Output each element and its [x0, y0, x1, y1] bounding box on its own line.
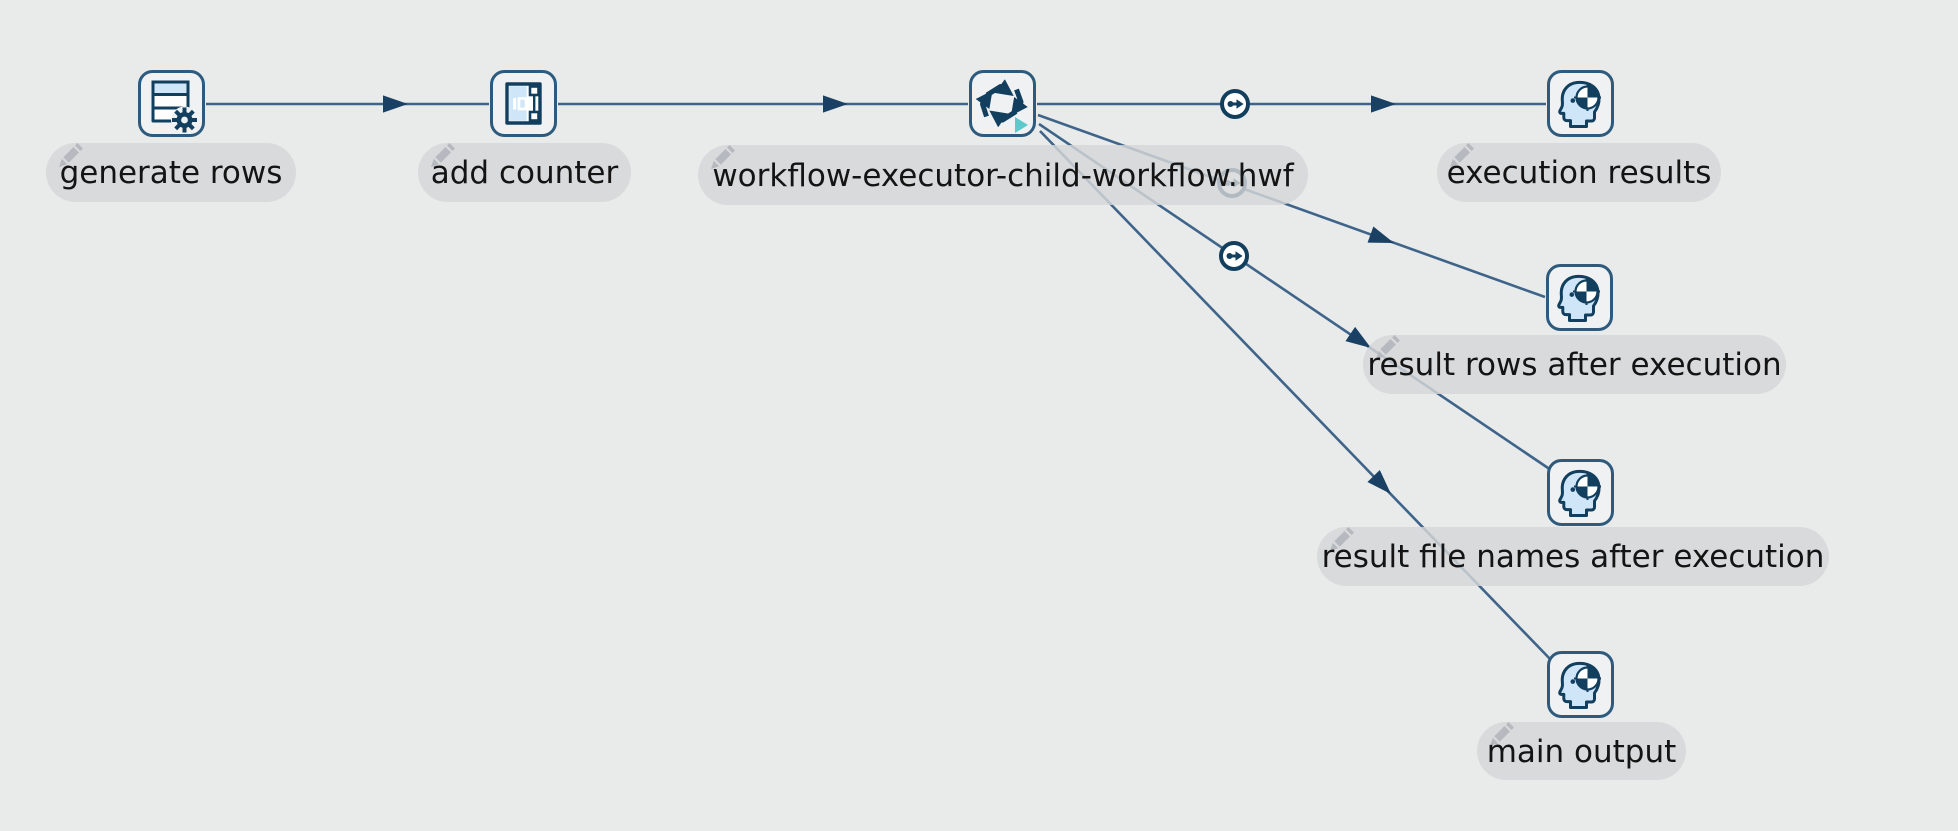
- head-target-icon: [1547, 459, 1614, 526]
- edge-arrowhead-icon: [1371, 95, 1396, 113]
- edge-arrowhead-icon: [823, 95, 848, 113]
- node-result-file-names[interactable]: [1547, 459, 1614, 526]
- node-label-generate-rows[interactable]: generate rows: [46, 143, 296, 202]
- head-target-icon: [1547, 70, 1614, 137]
- table-gear-icon: [138, 70, 205, 137]
- node-workflow-executor[interactable]: [969, 70, 1036, 137]
- node-label-execution-results[interactable]: execution results: [1437, 143, 1721, 202]
- node-execution-results[interactable]: [1547, 70, 1614, 137]
- node-label-text: main output: [1486, 733, 1677, 770]
- edge-arrowhead-icon: [383, 95, 408, 113]
- counter-icon: [490, 70, 557, 137]
- node-generate-rows[interactable]: [138, 70, 205, 137]
- node-label-result-file-names[interactable]: result file names after execution: [1317, 527, 1829, 586]
- node-main-output[interactable]: [1547, 651, 1614, 718]
- head-target-icon: [1547, 651, 1614, 718]
- node-label-text: result file names after execution: [1321, 539, 1825, 575]
- edge-add-counter-to-workflow-executor[interactable]: [558, 95, 968, 113]
- node-label-add-counter[interactable]: add counter: [418, 143, 631, 202]
- node-label-main-output[interactable]: main output: [1477, 722, 1686, 780]
- edge-passthrough-badge-icon[interactable]: [1220, 89, 1250, 119]
- edge-generate-rows-to-add-counter[interactable]: [206, 95, 489, 113]
- node-result-rows[interactable]: [1546, 264, 1613, 331]
- edge-workflow-executor-to-execution-results[interactable]: [1037, 89, 1546, 119]
- edge-arrowhead-icon: [1367, 226, 1394, 243]
- node-label-text: result rows after execution: [1367, 347, 1782, 383]
- node-label-text: workflow-executor-child-workflow.hwf: [712, 157, 1294, 194]
- node-label-result-rows[interactable]: result rows after execution: [1363, 335, 1786, 394]
- node-label-text: execution results: [1446, 155, 1712, 191]
- edge-passthrough-badge-icon[interactable]: [1219, 241, 1249, 271]
- head-target-icon: [1546, 264, 1613, 331]
- edge-arrowhead-icon: [1367, 470, 1391, 494]
- workflow-cycle-icon: [969, 70, 1036, 137]
- node-add-counter[interactable]: [490, 70, 557, 137]
- edge-arrowhead-icon: [1345, 326, 1371, 348]
- node-label-text: add counter: [430, 155, 619, 191]
- node-label-workflow-executor[interactable]: workflow-executor-child-workflow.hwf: [698, 145, 1308, 205]
- node-label-text: generate rows: [59, 155, 283, 191]
